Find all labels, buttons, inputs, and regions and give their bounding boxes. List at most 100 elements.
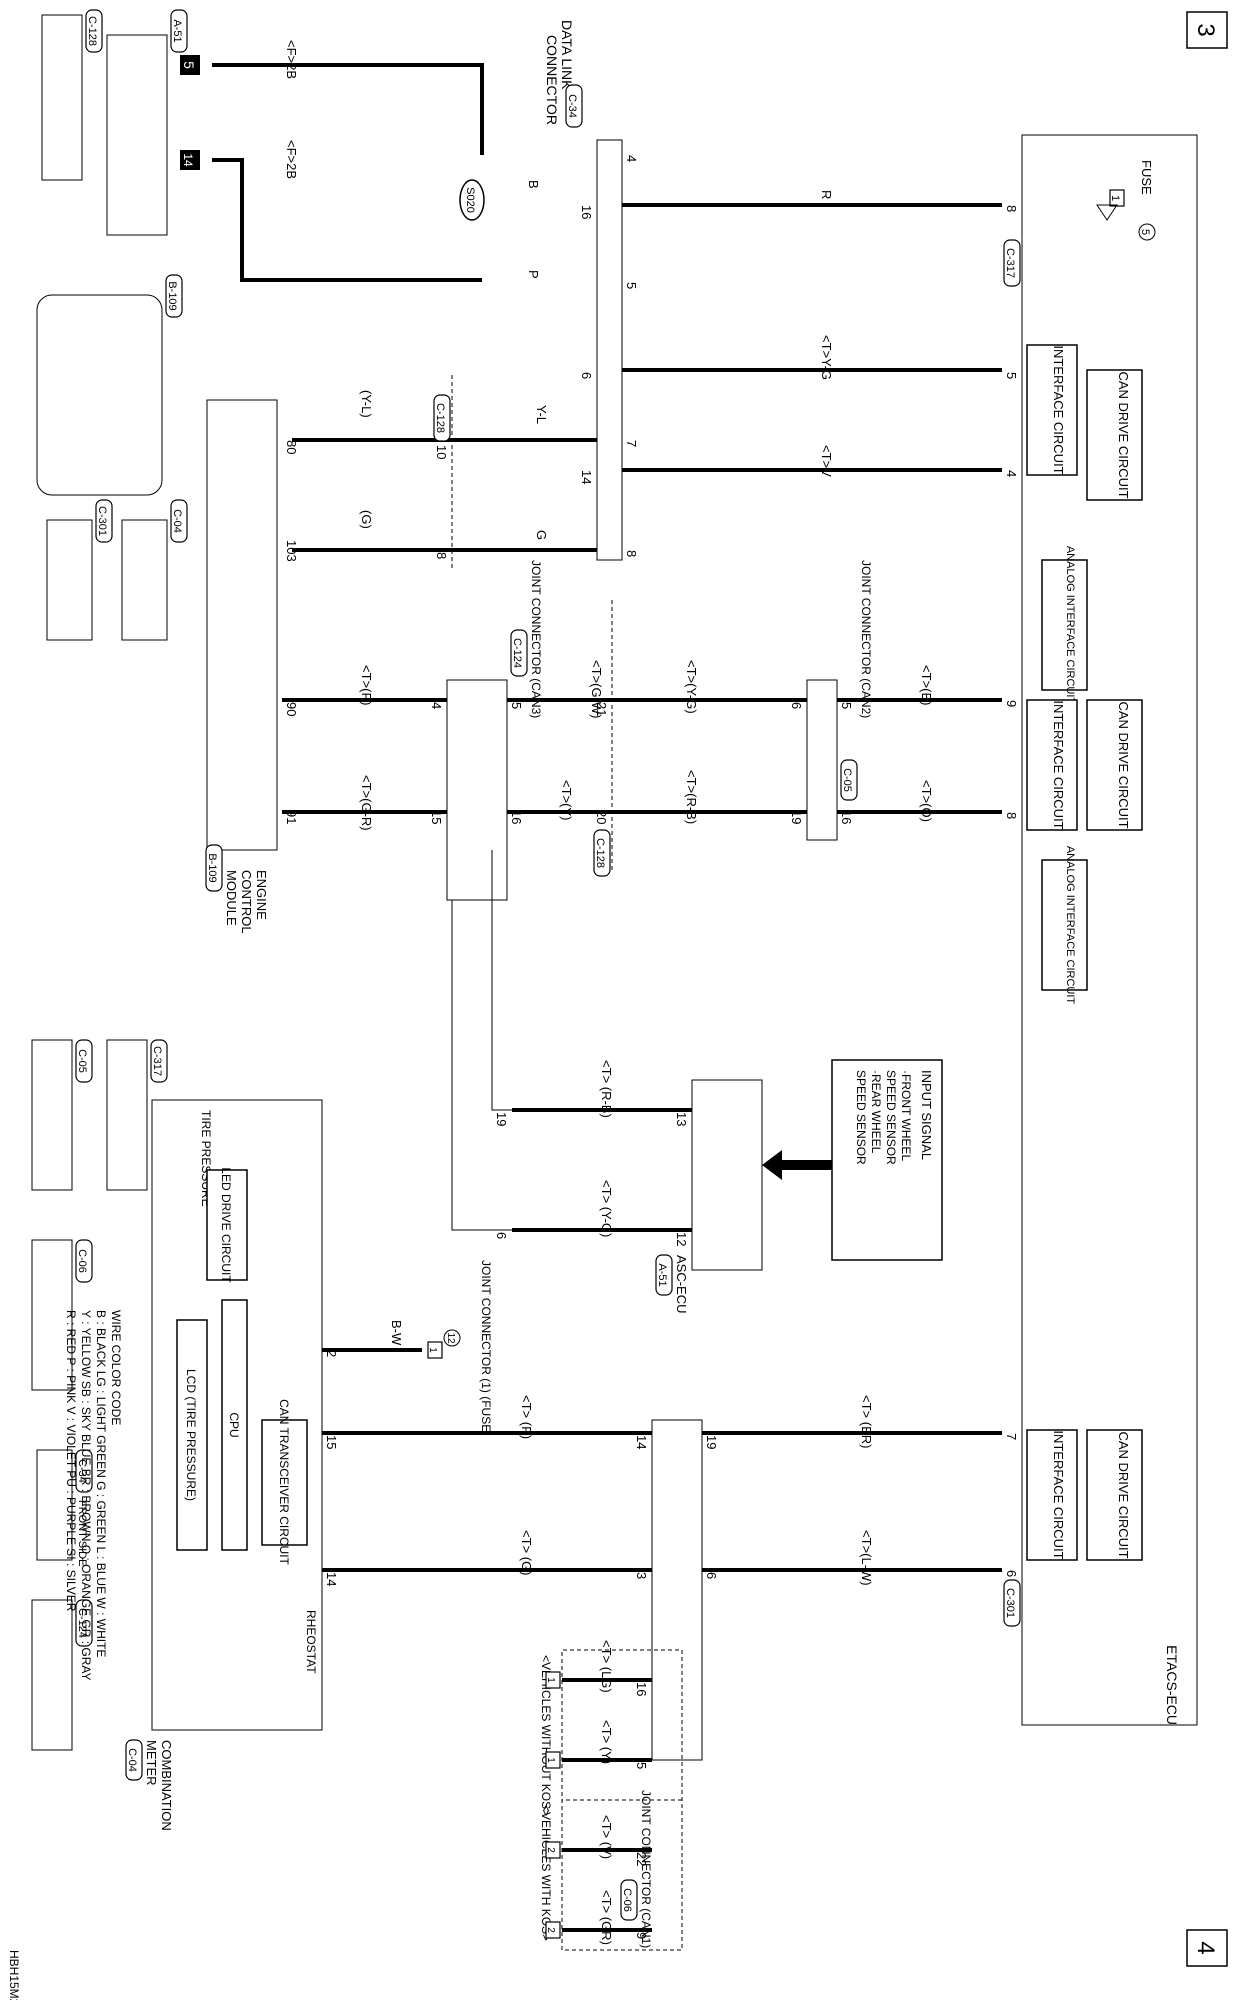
can-drive-circuit-1-label: CAN DRIVE CIRCUIT xyxy=(1116,371,1131,498)
ground-5-badge xyxy=(180,55,200,75)
asc-pin-19: 19 xyxy=(494,1112,509,1126)
dlc-pin-8: 8 xyxy=(624,550,639,557)
asc-pin-6: 6 xyxy=(494,1232,509,1239)
meter-code: C-04 xyxy=(126,1748,138,1772)
etacs-pin-7: 7 xyxy=(1004,1433,1019,1440)
can2-pin-16: 16 xyxy=(839,810,854,824)
ground-wire-14 xyxy=(212,158,482,282)
can1-pin-22: 22 xyxy=(634,1852,649,1866)
can1-pin-16: 16 xyxy=(634,1682,649,1696)
wire-tp2-label: <T> (P) xyxy=(519,1395,534,1439)
dlc-pin-16: 16 xyxy=(579,205,594,219)
conn-c301-tag xyxy=(95,499,113,543)
conn-c05-face xyxy=(31,1039,73,1191)
conn-b109-tag xyxy=(165,274,183,318)
kos-without-label: <VEHICLES WITHOUT KOS> xyxy=(539,1655,553,1816)
page-number-right: 4 xyxy=(1192,1941,1219,1954)
joint-fuse-label: JOINT CONNECTOR (1) (FUSE xyxy=(479,1260,493,1432)
dlc-title-2: CONNECTOR xyxy=(544,35,560,125)
can1-pin-9: 9 xyxy=(634,1932,649,1939)
can1-pin-5: 5 xyxy=(634,1762,649,1769)
can2-pin-6: 6 xyxy=(789,702,804,709)
can3-pin-16: 16 xyxy=(509,810,524,824)
joint-can3-label: JOINT CONNECTOR (CAN3) xyxy=(529,560,543,718)
conn-c34-front-side: FRONT SIDE xyxy=(76,1500,88,1566)
wire-ty-label: <T>(Y) xyxy=(559,780,574,820)
dlc-pin-4: 4 xyxy=(624,155,639,162)
combination-meter-title-2: METER xyxy=(144,1740,159,1786)
cpu-label: CPU xyxy=(227,1412,241,1437)
conn-c06-label: C-06 xyxy=(76,1249,88,1273)
conn-c128-tag xyxy=(85,9,103,53)
c128-tag-a-label: C-128 xyxy=(434,403,446,433)
can3-code-tag xyxy=(510,629,528,677)
joint-fuse-pin: 1 xyxy=(427,1347,438,1353)
legend-row-2: Y : YELLOW SB : SKY BLUE BR : BROWN O : … xyxy=(79,1310,93,1681)
wire-tlw-label: <T>(L-W) xyxy=(859,1530,874,1586)
wire-yl-label: Y-L xyxy=(534,405,549,424)
splice-s020 xyxy=(459,179,485,221)
fuse-pin-box xyxy=(1109,189,1125,207)
dlc-pin-14: 14 xyxy=(579,470,594,484)
wire-trb-label: <T>(R-B) xyxy=(684,770,699,824)
asc-pin-13: 13 xyxy=(674,1112,689,1126)
conn-c34-tag xyxy=(75,1449,93,1493)
joint-can2-label: JOINT CONNECTOR (CAN2) xyxy=(859,560,873,718)
interface-circuit-1-label: INTERFACE CIRCUIT xyxy=(1051,345,1066,474)
pin-80: 80 xyxy=(284,440,299,454)
fuse-number-circle xyxy=(1138,223,1156,241)
wire-tyg-label: <T>Y-G xyxy=(819,335,834,380)
wire-tg2-label: <T> (G) xyxy=(519,1530,534,1576)
can3-pin-5: 5 xyxy=(509,702,524,709)
wire-tgw-label: <T>(G-W) xyxy=(589,660,604,719)
wire-tbr-label: <T> (BR) xyxy=(859,1395,874,1448)
interface-circuit-2 xyxy=(1026,699,1078,831)
meter-pin-14: 14 xyxy=(324,1572,339,1586)
legend-row-1: B : BLACK LG : LIGHT GREEN G : GREEN L :… xyxy=(94,1310,108,1657)
conn-c128-face xyxy=(41,14,83,181)
wire-g-paren: (G) xyxy=(359,510,374,529)
ecm-title-3: MODULE xyxy=(224,870,239,926)
joint-fuse-number-circle xyxy=(443,1329,461,1347)
pin-10: 10 xyxy=(434,445,449,459)
c317-tag xyxy=(1003,239,1021,287)
wire-tv3-label: <T> (V) xyxy=(599,1815,614,1859)
can1-code-tag xyxy=(620,1879,638,1921)
conn-a51-tag xyxy=(170,9,188,53)
lcd-label: LCD (TIRE PRESSURE) xyxy=(184,1369,198,1501)
kos-tag-4-label: 2 xyxy=(545,1927,556,1933)
ecm-code: B-109 xyxy=(206,853,218,882)
conn-c34-label: C-34 xyxy=(76,1459,88,1483)
joint-connector-can3-box xyxy=(446,679,508,901)
conn-c301-label: C-301 xyxy=(96,506,108,536)
fuse-pin: 1 xyxy=(1109,195,1121,201)
dlc-title-1: DATA LINK xyxy=(559,20,575,90)
pin-103: 103 xyxy=(284,540,299,562)
conn-c06-tag xyxy=(75,1239,93,1283)
ground-5-number: 5 xyxy=(181,61,197,69)
can-drive-circuit-1 xyxy=(1086,369,1143,501)
kos-tag-2-label: 1 xyxy=(545,1757,556,1763)
etacs-pin-5: 5 xyxy=(1004,372,1019,379)
conn-c124-face xyxy=(31,1599,73,1751)
input-signal-title: INPUT SIGNAL xyxy=(919,1070,934,1160)
combination-meter-title-1: COMBINATION xyxy=(159,1740,174,1831)
dlc-body xyxy=(596,139,623,561)
etacs-ecu-title: ETACS-ECU xyxy=(1164,1645,1180,1725)
input-signal-2: SPEED SENSOR xyxy=(884,1070,898,1165)
ecm-pin-90: 90 xyxy=(284,702,299,716)
wire-to-label: <T>(O) xyxy=(919,780,934,822)
ecm-title-1: ENGINE xyxy=(254,870,269,920)
can3-code: C-124 xyxy=(511,638,523,668)
can-transceiver-label: CAN TRANSCEIVER CIRCUIT xyxy=(277,1399,291,1565)
conn-c124-tag xyxy=(75,1599,93,1647)
etacs-pin-6: 6 xyxy=(1004,1570,1019,1577)
wire-bw-label: B-W xyxy=(389,1320,404,1346)
kos-tag-2 xyxy=(545,1751,561,1769)
can1-pin-19: 19 xyxy=(704,1435,719,1449)
meter-pin-2: 2 xyxy=(324,1350,339,1357)
conn-a51-face xyxy=(106,34,168,236)
wire-tv-label: <T>V xyxy=(819,445,834,477)
